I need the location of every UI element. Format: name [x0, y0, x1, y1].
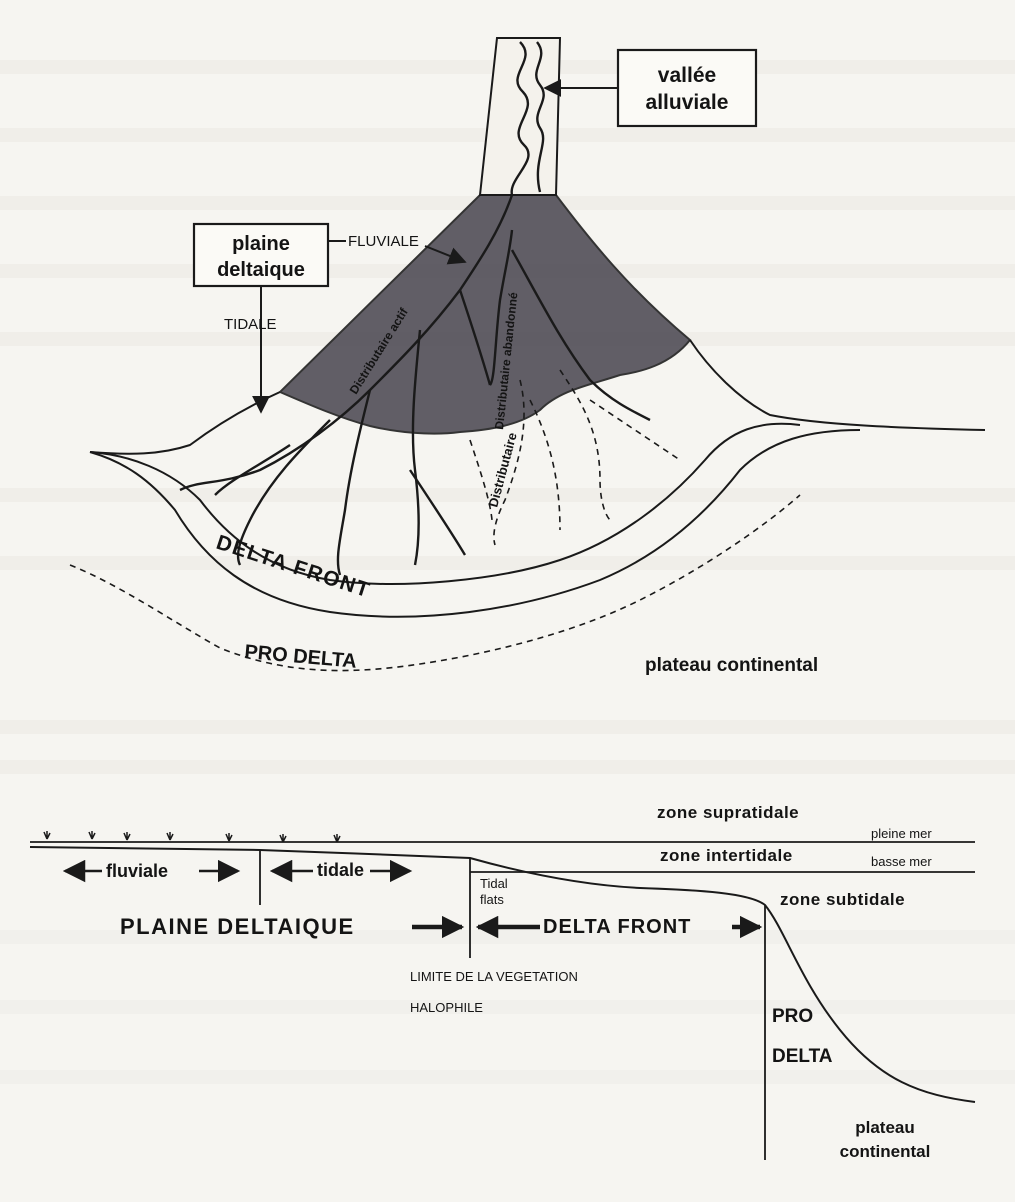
delta-front-outer-edge: [89, 429, 861, 618]
abandoned-distributary-main: [488, 229, 514, 386]
meandering-river: [510, 41, 530, 196]
delta-profile-label: DELTA: [772, 1046, 833, 1067]
distributary-branch-4: [214, 444, 291, 496]
plaine-deltaique-label: PLAINE DELTAIQUE: [120, 914, 355, 939]
plateau-continental-label-top: plateau continental: [645, 655, 818, 676]
abandoned-distributary-dashed-4: [589, 399, 681, 461]
limite-vegetation-line1: LIMITE DE LA VEGETATION: [410, 969, 578, 984]
fluviale-pointer-arrow: [424, 245, 467, 265]
pro-delta-dashed-boundary: [69, 494, 801, 672]
flats-label: flats: [480, 892, 504, 907]
fluviale-profile-label: fluviale: [106, 861, 168, 881]
abandoned-distributary-dashed-5: [469, 439, 493, 521]
lower-plain-east-boundary: [689, 339, 986, 431]
zone-supratidale-label: zone supratidale: [657, 803, 799, 822]
plain-label-line2: deltaique: [217, 259, 305, 281]
abandoned-distributary-dashed-2: [529, 399, 561, 531]
distributary-branch-5: [458, 289, 492, 386]
plain-label-line1: plaine: [232, 233, 290, 255]
abandoned-distributary-dashed-3: [559, 369, 611, 521]
delta-front-inner-edge: [89, 422, 801, 585]
plateau-profile-line2: continental: [840, 1142, 931, 1161]
valley-label-box: [616, 48, 758, 128]
pleine-mer-label: pleine mer: [871, 826, 932, 841]
limite-vegetation-line2: HALOPHILE: [410, 1000, 483, 1015]
zone-subtidale-label: zone subtidale: [780, 890, 905, 909]
distributary-branch-7: [409, 469, 467, 556]
pro-profile-label: PRO: [772, 1006, 813, 1027]
fluviale-label: FLUVIALE: [348, 233, 419, 250]
lower-delta-plain-boundary: [89, 391, 281, 455]
distributary-branch-3: [411, 329, 422, 566]
tidale-label: TIDALE: [224, 316, 277, 333]
distributary-branch-6: [510, 249, 651, 422]
valley-label-line2: alluviale: [646, 91, 729, 114]
tidal-label: Tidal: [480, 876, 508, 891]
distributary-branch-1: [336, 389, 372, 576]
plateau-profile-line1: plateau: [855, 1118, 915, 1137]
valley-label-line1: vallée: [658, 64, 716, 87]
seabed-profile-line: [29, 846, 976, 1103]
delta-front-profile-label: DELTA FRONT: [543, 916, 691, 938]
delta-plain-shaded-area: [278, 194, 692, 435]
basse-mer-label: basse mer: [871, 854, 932, 869]
meandering-river-2: [535, 41, 545, 193]
vegetation-tufts: [43, 831, 341, 843]
zone-intertidale-label: zone intertidale: [660, 846, 793, 865]
distributary-branch-2: [236, 419, 331, 566]
tidale-profile-label: tidale: [317, 860, 364, 880]
abandoned-distributary-dashed-1: [493, 379, 525, 546]
